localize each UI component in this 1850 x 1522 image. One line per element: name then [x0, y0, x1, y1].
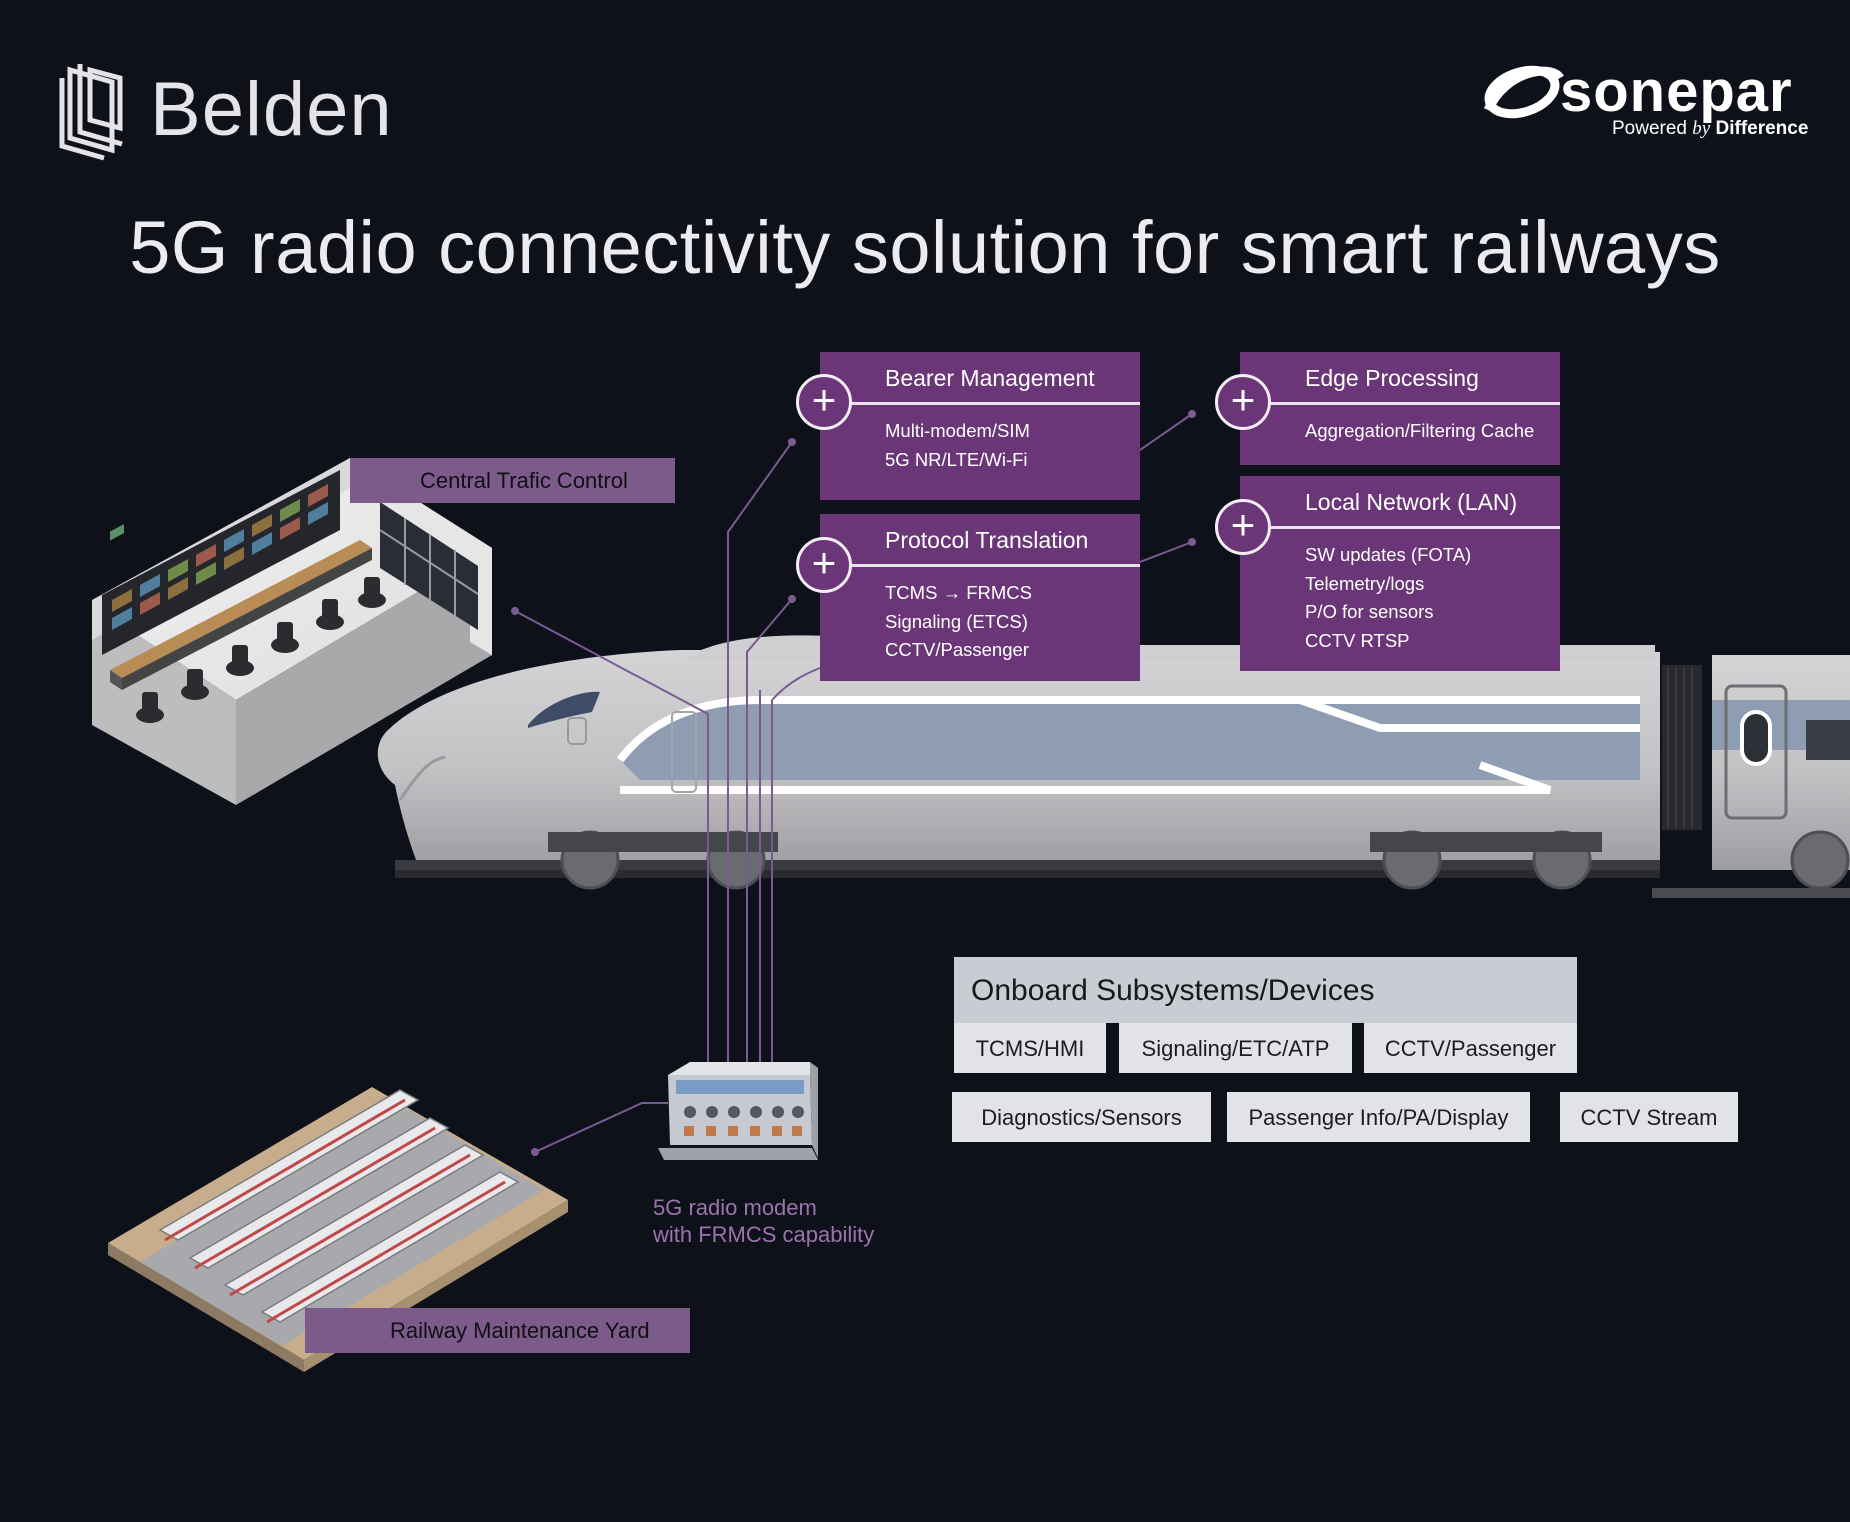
feature-items: Aggregation/Filtering Cache: [1305, 405, 1560, 446]
feature-item: CCTV RTSP: [1305, 629, 1410, 651]
feature-local-network: Local Network (LAN) SW updates (FOTA) Te…: [1240, 476, 1560, 671]
subsystem-chip: TCMS/HMI: [954, 1023, 1106, 1073]
plus-icon[interactable]: +: [1215, 374, 1271, 430]
plus-icon[interactable]: +: [796, 374, 852, 430]
feature-item: P/O for sensors: [1305, 601, 1434, 622]
subsystem-chip: CCTV Stream: [1560, 1092, 1738, 1142]
feature-title: Local Network (LAN): [1305, 489, 1518, 515]
feature-items: TCMS → FRMCS Signaling (ETCS) CCTV/Passe…: [885, 567, 1140, 665]
feature-title: Protocol Translation: [885, 527, 1089, 553]
maintenance-yard-illustration: [108, 1087, 568, 1372]
feature-item: Signaling (ETCS): [885, 610, 1028, 632]
feature-divider: [820, 402, 1140, 405]
subsystem-chip: Passenger Info/PA/Display: [1227, 1092, 1530, 1142]
page-title: 5G radio connectivity solution for smart…: [129, 206, 1721, 289]
train-illustration: [377, 635, 1850, 898]
feature-protocol-translation: Protocol Translation TCMS → FRMCS Signal…: [820, 514, 1140, 681]
feature-item: SW updates (FOTA): [1305, 544, 1472, 565]
feature-item: Aggregation/Filtering Cache: [1305, 420, 1535, 441]
feature-items: SW updates (FOTA) Telemetry/logs P/O for…: [1305, 529, 1560, 655]
modem-caption-line: 5G radio modem: [653, 1195, 817, 1220]
sonepar-tagline: Powered by Difference: [1612, 118, 1808, 140]
subsystem-chip: Diagnostics/Sensors: [952, 1092, 1211, 1142]
railway-maintenance-yard-label: Railway Maintenance Yard: [305, 1308, 690, 1353]
connector-dots: [511, 410, 1196, 1156]
feature-title: Edge Processing: [1305, 365, 1479, 391]
central-traffic-control-label: Central Trafic Control: [350, 458, 675, 503]
feature-item: CCTV/Passenger: [885, 639, 1029, 660]
belden-logo-text: Belden: [150, 67, 393, 152]
feature-title: Bearer Management: [885, 365, 1095, 391]
modem-caption: 5G radio modem with FRMCS capability: [653, 1194, 874, 1248]
plus-icon[interactable]: +: [796, 537, 852, 593]
feature-item: 5G NR/LTE/Wi-Fi: [885, 448, 1028, 470]
feature-bearer-management: Bearer Management Multi-modem/SIM 5G NR/…: [820, 352, 1140, 500]
tagline-prefix: Powered: [1612, 118, 1687, 139]
sonepar-swirl-icon: [1483, 65, 1564, 119]
label-text: Railway Maintenance Yard: [390, 1318, 650, 1343]
connector-lines: [514, 413, 1193, 1153]
subsystem-chip: CCTV/Passenger: [1364, 1023, 1577, 1073]
feature-item: Telemetry/logs: [1305, 572, 1425, 594]
modem-illustration: [658, 1062, 818, 1160]
feature-edge-processing: Edge Processing Aggregation/Filtering Ca…: [1240, 352, 1560, 465]
tagline-by: by: [1692, 118, 1711, 139]
label-text: Central Trafic Control: [420, 468, 628, 493]
belden-logo-icon: [59, 64, 123, 161]
control-room-illustration: [92, 458, 492, 805]
modem-caption-line: with FRMCS capability: [653, 1222, 875, 1247]
plus-icon[interactable]: +: [1215, 499, 1271, 555]
feature-item: Multi-modem/SIM: [885, 420, 1030, 441]
feature-items: Multi-modem/SIM 5G NR/LTE/Wi-Fi: [885, 405, 1140, 474]
feature-divider: [1240, 402, 1560, 405]
sonepar-logo-text: sonepar: [1560, 59, 1793, 124]
feature-item: TCMS → FRMCS: [885, 582, 1032, 603]
tagline-suffix: Difference: [1715, 118, 1809, 139]
feature-divider: [820, 564, 1140, 567]
subsystem-chip: Signaling/ETC/ATP: [1119, 1023, 1352, 1073]
feature-divider: [1240, 526, 1560, 529]
onboard-subsystems-heading: Onboard Subsystems/Devices: [954, 957, 1577, 1023]
